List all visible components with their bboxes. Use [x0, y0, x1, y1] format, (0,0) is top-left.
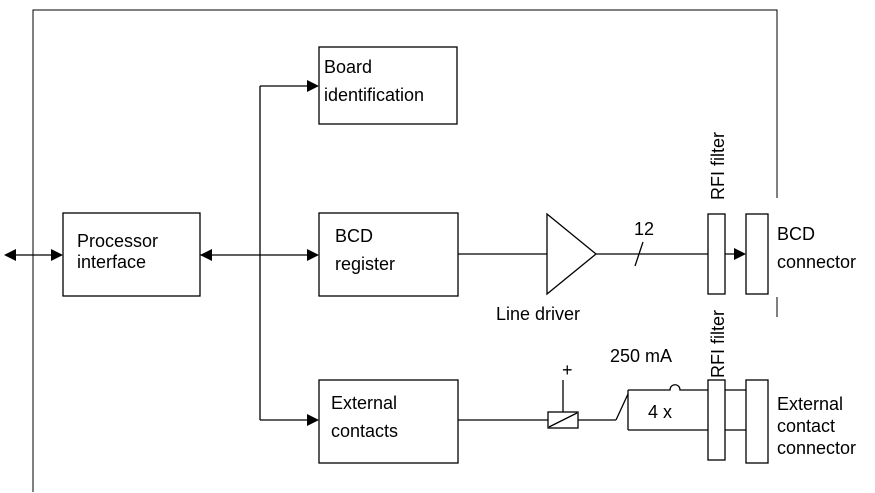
contacts-count-label: 4 x: [648, 402, 672, 422]
switch-contact: [615, 393, 629, 421]
external-contacts-arrow: [307, 414, 319, 426]
external-bus-arrow-right: [51, 249, 63, 261]
board-identification-label-1: Board: [324, 57, 372, 77]
rfi-filter-bottom-label: RFI filter: [708, 310, 728, 378]
processor-interface-box: [62, 212, 201, 297]
processor-interface-block: Processor interface: [62, 212, 201, 297]
bus-slash: [634, 241, 644, 267]
bcd-register-block: BCD register: [318, 212, 459, 297]
external-contacts-box: [318, 379, 459, 464]
bcd-connector: [745, 213, 769, 295]
bcd-register-box: [318, 212, 459, 297]
board-frame: [32, 9, 778, 492]
fuse-rating-label: 250 mA: [610, 346, 672, 366]
board-identification-block: Board identification: [318, 46, 458, 125]
external-contact-connector-label-2: contact: [777, 416, 835, 436]
bcd-register-label-1: BCD: [335, 226, 373, 246]
board-identification-box: [318, 46, 458, 125]
fuse-wire: [628, 384, 746, 391]
external-contacts-block: External contacts: [318, 379, 459, 464]
bcd-connector-arrow: [734, 248, 746, 260]
internal-bus-arrow-left: [200, 249, 212, 261]
board-identification-label-2: identification: [324, 85, 424, 105]
relay-coil-diagonal: [548, 412, 578, 428]
rfi-filter-top: [707, 213, 726, 295]
rfi-filter-top-label: RFI filter: [708, 132, 728, 200]
external-contact-connector-label-1: External: [777, 394, 843, 414]
bus-width-label: 12: [634, 219, 654, 239]
bcd-register-arrow: [307, 249, 319, 261]
relay-polarity-label: +: [562, 360, 573, 380]
external-contact-connector-label-3: connector: [777, 438, 856, 458]
bcd-register-label-2: register: [335, 254, 395, 274]
external-contact-connector: [745, 379, 769, 464]
line-driver-label: Line driver: [496, 304, 580, 324]
processor-interface-label-2: interface: [77, 252, 146, 272]
bcd-connector-label-1: BCD: [777, 224, 815, 244]
external-contacts-label-2: contacts: [331, 421, 398, 441]
processor-interface-label-1: Processor: [77, 231, 158, 251]
line-driver-symbol: [546, 212, 598, 296]
external-bus-arrow-left: [4, 249, 16, 261]
bcd-connector-label-2: connector: [777, 252, 856, 272]
board-id-arrow: [307, 80, 319, 92]
rfi-filter-bottom: [707, 379, 726, 461]
external-contacts-label-1: External: [331, 393, 397, 413]
